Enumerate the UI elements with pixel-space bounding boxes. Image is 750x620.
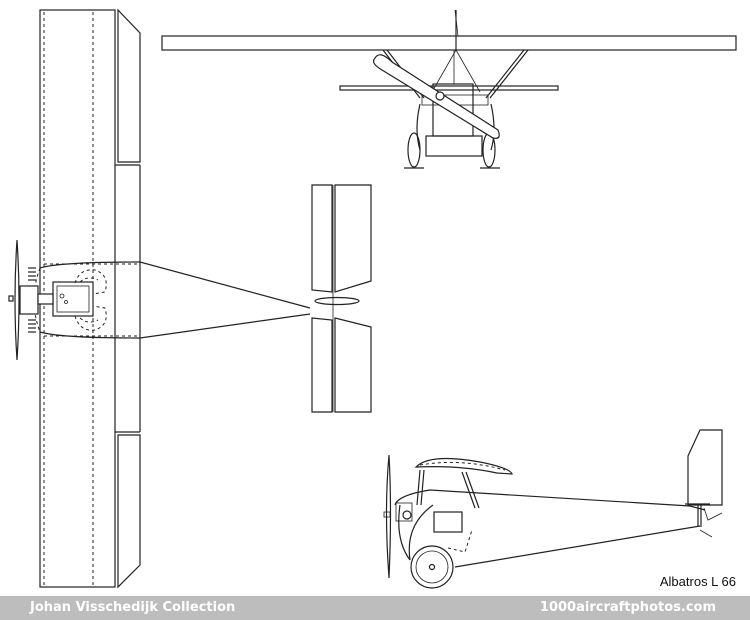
fin-section — [314, 296, 360, 306]
engine-cowling-ring — [402, 510, 412, 520]
aileron-lower — [117, 434, 141, 589]
fuselage-nose — [398, 504, 411, 561]
main-wheel — [410, 545, 454, 589]
fuselage-bottom-line — [454, 525, 701, 568]
tail-skid — [699, 529, 713, 538]
fuselage-upper-line — [39, 261, 311, 309]
tailplane — [311, 184, 372, 413]
propeller-side-view — [385, 454, 392, 579]
fuselage-lower-line — [39, 313, 311, 339]
cockpit-side — [433, 511, 463, 533]
engine-cylinders — [28, 267, 36, 333]
top-view — [8, 8, 372, 589]
cockpit — [52, 281, 94, 317]
front-wing — [161, 35, 737, 51]
parasol-wing — [414, 457, 513, 475]
side-view — [383, 429, 723, 589]
website-credit: 1000aircraftphotos.com — [539, 600, 716, 615]
fuselage-top-line — [394, 489, 706, 511]
left-wheel — [407, 132, 421, 168]
rudder-side-view — [687, 429, 723, 506]
propeller-top-view — [14, 239, 20, 361]
collection-credit: Johan Visschedijk Collection — [30, 600, 236, 615]
aileron-upper — [117, 8, 141, 163]
engine-nose — [19, 285, 39, 315]
aircraft-three-view-drawing — [8, 8, 737, 589]
front-view — [161, 9, 737, 169]
front-tailplane — [339, 85, 559, 91]
footer-bar: Johan Visschedijk Collection 1000aircraf… — [0, 596, 750, 620]
drawing-caption: Albatros L 66 — [659, 574, 736, 589]
